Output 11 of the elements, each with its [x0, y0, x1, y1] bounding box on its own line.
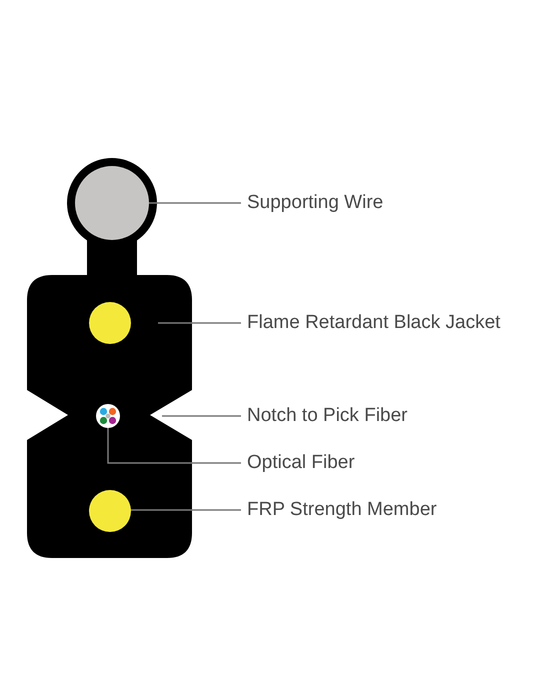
- leader-line: [162, 415, 241, 417]
- leader-line: [149, 202, 241, 204]
- callout-label: Flame Retardant Black Jacket: [247, 312, 500, 334]
- callout-label: FRP Strength Member: [247, 499, 437, 521]
- callout-label: Notch to Pick Fiber: [247, 405, 408, 427]
- leader-line: [158, 322, 241, 324]
- callout-label: Supporting Wire: [247, 192, 384, 214]
- leader-line: [107, 428, 241, 464]
- cable-jacket: [27, 158, 192, 558]
- leader-line: [131, 509, 241, 511]
- callout-label: Optical Fiber: [247, 452, 355, 474]
